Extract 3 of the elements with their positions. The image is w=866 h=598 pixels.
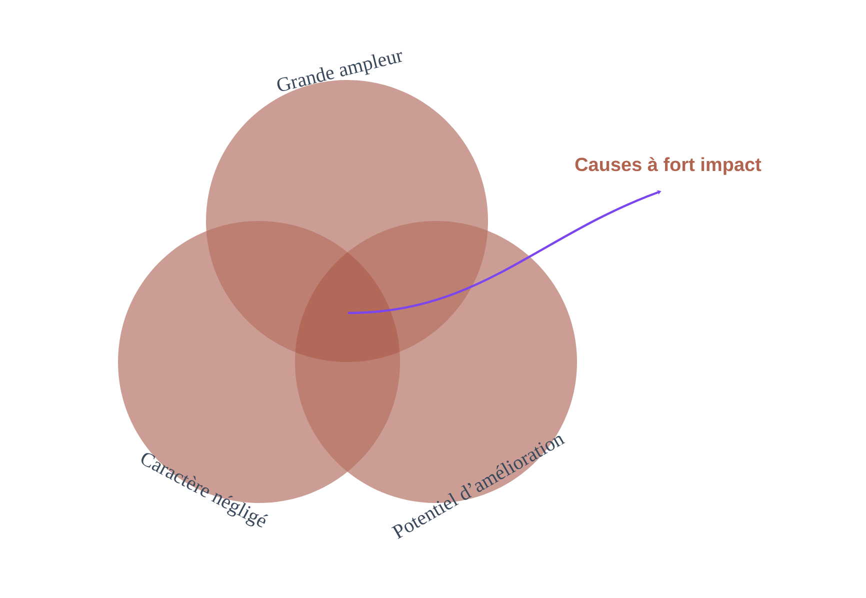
circle-label: Grande ampleur (277, 52, 402, 91)
leader-line (348, 190, 662, 314)
callout-text: Causes à fort impact (575, 157, 762, 175)
